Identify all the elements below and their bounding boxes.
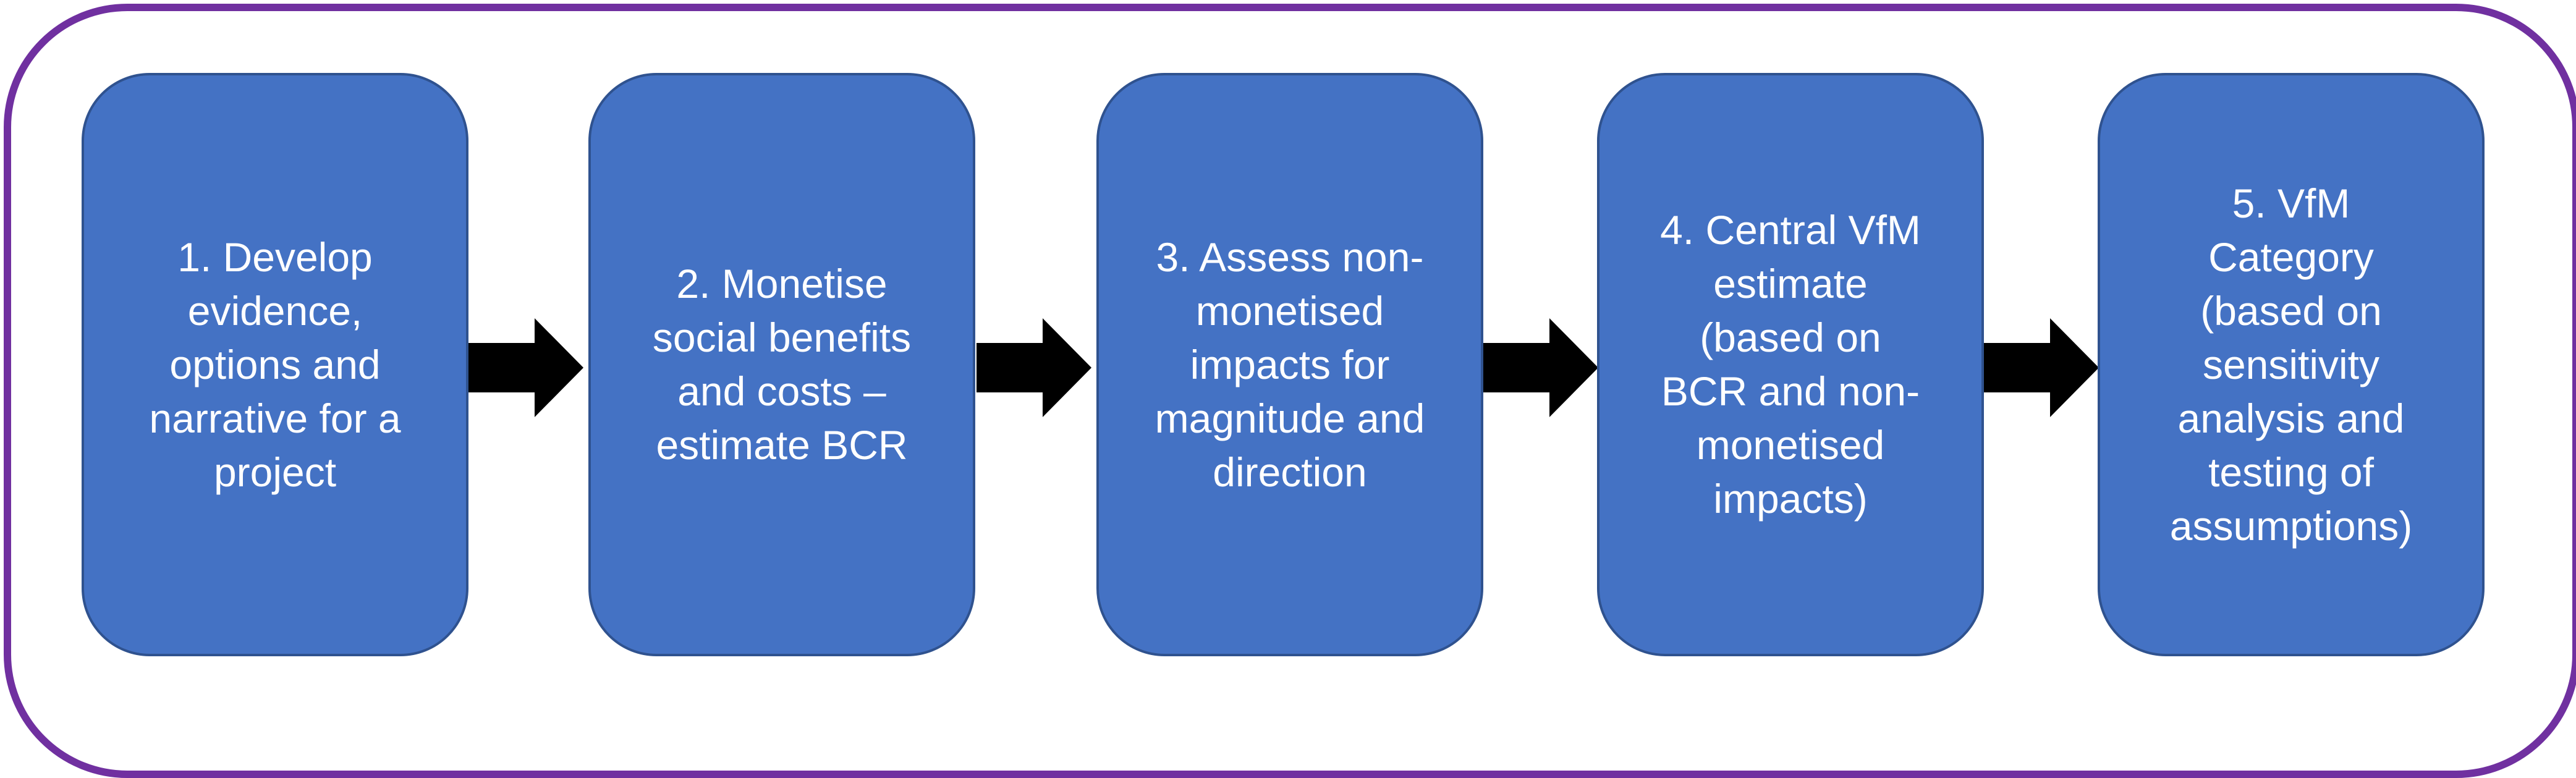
step-2-box: 2. Monetise social benefits and costs – … (588, 73, 975, 656)
right-arrow-icon (1483, 318, 1598, 417)
step-1-box: 1. Develop evidence, options and narrati… (82, 73, 468, 656)
right-arrow-icon (1984, 318, 2099, 417)
right-arrow-icon (977, 318, 1091, 417)
step-4-box: 4. Central VfM estimate (based on BCR an… (1597, 73, 1984, 656)
step-5-box: 5. VfM Category (based on sensitivity an… (2098, 73, 2485, 656)
step-5-label: 5. VfM Category (based on sensitivity an… (2169, 180, 2413, 549)
right-arrow-icon (468, 318, 583, 417)
step-2-label: 2. Monetise social benefits and costs – … (652, 261, 912, 468)
step-4-label: 4. Central VfM estimate (based on BCR an… (1660, 207, 1921, 522)
step-3-box: 3. Assess non- monetised impacts for mag… (1096, 73, 1483, 656)
step-1-label: 1. Develop evidence, options and narrati… (149, 234, 401, 495)
step-3-label: 3. Assess non- monetised impacts for mag… (1155, 234, 1425, 495)
